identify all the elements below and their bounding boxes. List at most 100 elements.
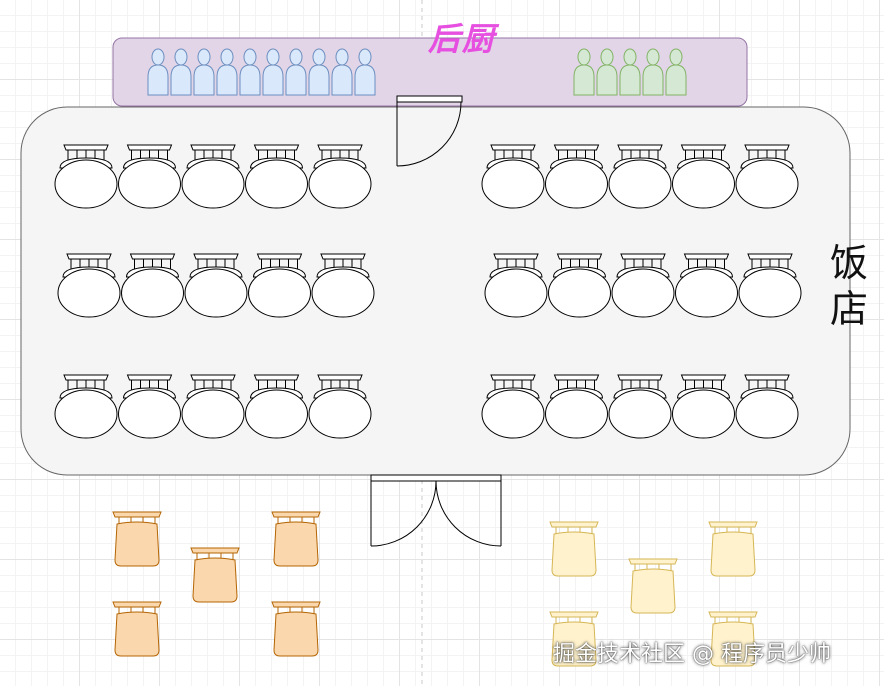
kitchen-staff-blue-8 [308,48,330,96]
chair-spindles [685,380,722,394]
dining-table-4[interactable] [245,144,308,209]
dining-table-10[interactable] [311,253,375,318]
entrance-double-door[interactable] [370,474,502,547]
dining-table-13[interactable] [181,374,245,439]
chair-backrest [744,374,790,381]
watermark-text: 掘金技术社区 @ 程序员少帅 [553,642,831,667]
person-icon [308,64,330,96]
chair-backrest [193,253,239,260]
person-head [358,48,372,66]
dining-table-26[interactable] [481,374,545,439]
table-icon [54,159,118,209]
chair-spindles [321,150,359,164]
person-icon [285,64,307,96]
table-icon [672,389,735,439]
table-icon [248,268,311,318]
dining-table-3[interactable] [181,144,245,209]
dining-table-27[interactable] [545,374,608,439]
chair-spindles [561,259,598,273]
kitchen-staff-green-4 [642,48,664,96]
chair-backrest [620,253,666,260]
dining-table-21[interactable] [484,253,548,318]
chair-icon [551,531,597,577]
dining-table-14[interactable] [245,374,308,439]
chair-backrest [190,374,236,381]
kitchen-staff-green-1 [573,48,595,96]
waiting-chair-right-2[interactable] [628,558,678,614]
kitchen-door-swing-arc [396,101,462,167]
waiting-chair-left-4[interactable] [112,601,162,657]
dining-table-22[interactable] [548,253,611,318]
dining-table-5[interactable] [308,144,372,209]
dining-table-28[interactable] [608,374,672,439]
kitchen-staff-blue-9 [331,48,353,96]
chair-backrest [628,558,678,565]
person-icon [239,64,261,96]
chair-spindles [258,380,295,394]
table-icon [611,268,675,318]
dining-table-8[interactable] [184,253,248,318]
kitchen-staff-blue-2 [170,48,192,96]
kitchen-staff-blue-4 [216,48,238,96]
chair-spindles [67,150,105,164]
dining-table-11[interactable] [54,374,118,439]
dining-table-30[interactable] [735,374,799,439]
chair-backrest [744,144,790,151]
dining-table-12[interactable] [118,374,181,439]
table-icon [181,389,245,439]
table-icon [308,389,372,439]
chair-backrest [320,253,366,260]
kitchen-staff-blue-7 [285,48,307,96]
person-head [646,48,660,66]
dining-table-1[interactable] [54,144,118,209]
waiting-chair-left-2[interactable] [190,547,240,603]
dining-table-25[interactable] [738,253,802,318]
dining-table-7[interactable] [121,253,184,318]
waiting-chair-left-5[interactable] [271,601,321,657]
dining-table-24[interactable] [675,253,738,318]
dining-table-20[interactable] [735,144,799,209]
waiting-chair-left-1[interactable] [112,511,162,567]
table-icon [481,159,545,209]
waiting-chair-right-5[interactable] [708,611,758,667]
person-icon [262,64,284,96]
chair-backrest [112,601,162,608]
chair-spindles [118,517,156,525]
kitchen-staff-blue-3 [193,48,215,96]
waiting-chair-right-1[interactable] [549,521,599,577]
chair-spindles [494,150,532,164]
dining-table-29[interactable] [672,374,735,439]
table-icon [311,268,375,318]
dining-table-6[interactable] [57,253,121,318]
dining-table-15[interactable] [308,374,372,439]
entrance-door-frame [370,474,502,482]
chair-backrest [680,144,727,151]
chair-spindles [555,527,593,535]
kitchen-staff-blue-1 [147,48,169,96]
waiting-chair-right-3[interactable] [708,521,758,577]
chair-backrest [708,611,758,618]
waiting-chair-right-4[interactable] [549,611,599,667]
chair-spindles [621,380,659,394]
dining-table-23[interactable] [611,253,675,318]
chair-backrest [129,253,176,260]
table-icon [735,389,799,439]
dining-table-17[interactable] [545,144,608,209]
person-head [197,48,211,66]
dining-table-9[interactable] [248,253,311,318]
chair-backrest [256,253,303,260]
person-icon [573,64,595,96]
dining-tables-group [54,144,802,439]
dining-table-16[interactable] [481,144,545,209]
kitchen-door[interactable] [396,95,463,167]
person-icon [216,64,238,96]
dining-table-2[interactable] [118,144,181,209]
chair-spindles [558,380,595,394]
table-icon [184,268,248,318]
dining-table-18[interactable] [608,144,672,209]
chair-spindles [494,380,532,394]
dining-table-19[interactable] [672,144,735,209]
person-icon [193,64,215,96]
waiting-chair-left-3[interactable] [271,511,321,567]
